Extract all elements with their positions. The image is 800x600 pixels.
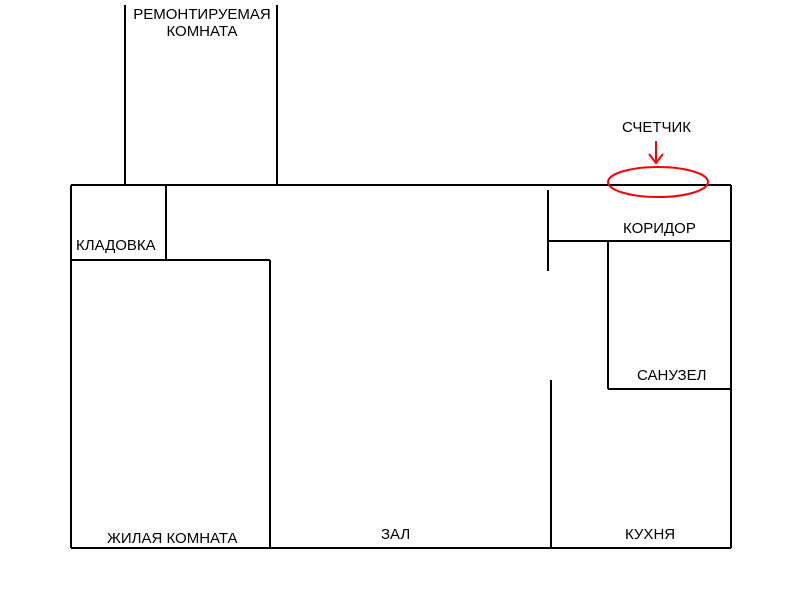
label-hall: ЗАЛ: [381, 526, 411, 543]
meter-marker-ellipse: [607, 166, 709, 198]
label-renovated-room-line1: РЕМОНТИРУЕМАЯ: [133, 6, 271, 23]
meter-arrow-head: [648, 153, 664, 165]
label-corridor: КОРИДОР: [623, 220, 696, 237]
label-storage: КЛАДОВКА: [76, 237, 156, 254]
label-renovated-room-line2: КОМНАТА: [166, 23, 238, 40]
label-renovated-room: РЕМОНТИРУЕМАЯ КОМНАТА: [124, 6, 280, 40]
label-meter: СЧЕТЧИК: [622, 119, 692, 136]
label-kitchen: КУХНЯ: [625, 526, 676, 543]
label-bathroom: САНУЗЕЛ: [637, 367, 707, 384]
label-living-room: ЖИЛАЯ КОМНАТА: [107, 530, 238, 547]
